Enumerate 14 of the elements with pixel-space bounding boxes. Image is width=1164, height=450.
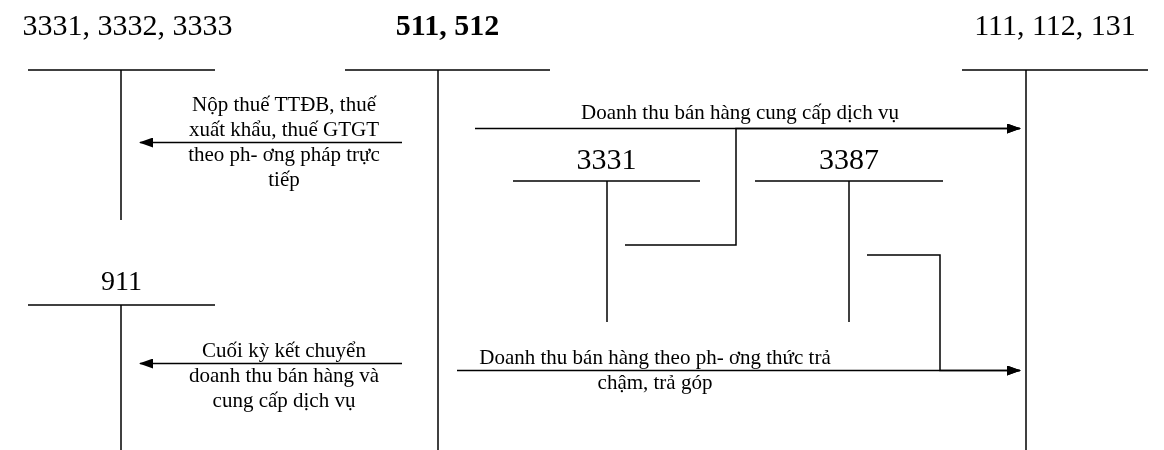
arrow <box>866 254 1021 376</box>
account-number: 111, 112, 131 <box>973 8 1137 41</box>
arrow <box>624 123 1021 246</box>
account-number: 511, 512 <box>394 8 501 41</box>
account-number: 3387 <box>818 142 880 175</box>
account-number: 3331 <box>575 142 638 175</box>
arrow <box>139 358 403 369</box>
edge-label: Cuối kỳ kết chuyển doanh thu bán hàng và cung cấp dịch vụ <box>187 338 381 413</box>
edge-label: Doanh thu bán hàng cung cấp dịch vụ <box>580 100 900 125</box>
account-number: 911 <box>100 266 143 297</box>
account-number: 3331, 3332, 3333 <box>21 8 234 41</box>
edge-label: Nộp thuế TTĐB, thuế xuất khẩu, thuế GTGT theo ph- ơng pháp trực tiếp <box>187 92 381 192</box>
edge-label: Doanh thu bán hàng theo ph- ơng thức trả chậm, trả góp <box>478 345 832 395</box>
arrow <box>139 137 403 148</box>
